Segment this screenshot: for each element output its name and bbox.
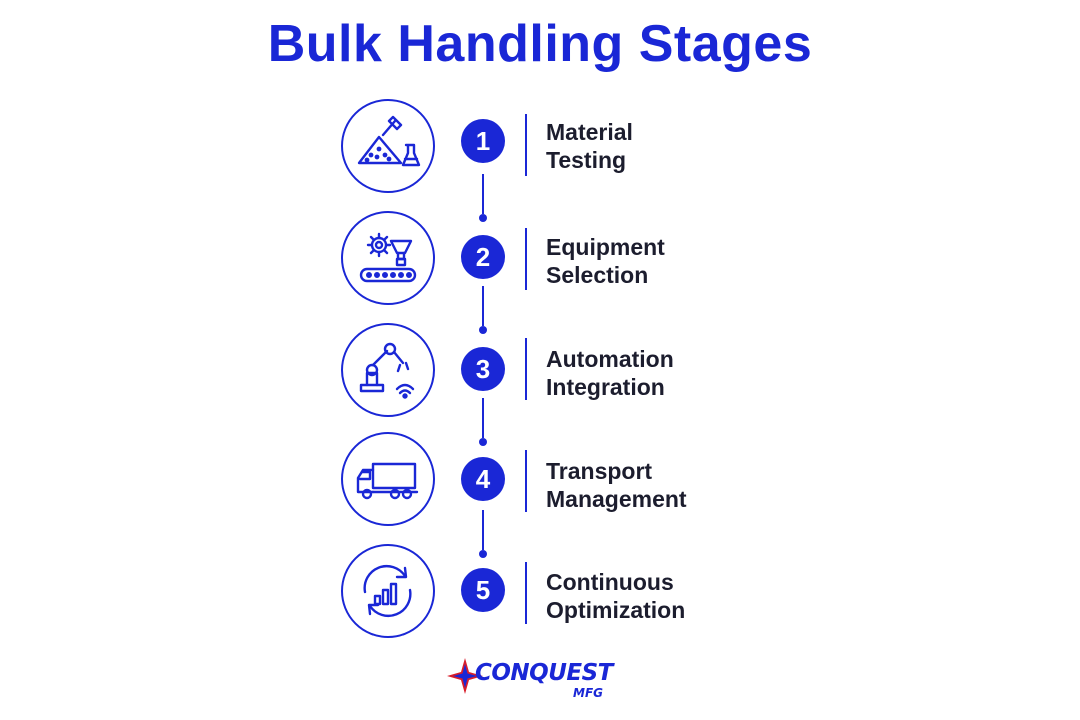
stage-4: 4 Transport Management [0,432,1080,532]
connector-dot [479,214,487,222]
stage-label: Equipment Selection [546,233,806,289]
stage-label-line1: Equipment [546,234,665,260]
page-title: Bulk Handling Stages [267,15,813,73]
stage-label-line1: Continuous [546,569,674,595]
step-number-badge: 5 [461,568,505,612]
connector-line [482,174,484,214]
icon-circle [341,99,435,193]
divider [525,338,527,400]
conquest-logo: CONQUEST MFG [445,656,625,706]
step-number-badge: 1 [461,119,505,163]
logo-wordmark: CONQUEST [475,660,613,686]
robot-arm-icon [359,342,415,399]
stage-label-line1: Automation [546,346,674,372]
equipment-selection-icon [359,232,417,283]
step-number-badge: 2 [461,235,505,279]
optimization-chart-icon [363,564,412,618]
material-testing-icon [357,115,421,167]
connector-dot [479,438,487,446]
icon-circle [341,323,435,417]
truck-icon [356,462,419,500]
step-number-badge: 3 [461,347,505,391]
stage-label: Material Testing [546,118,806,174]
divider [525,114,527,176]
stage-label: Transport Management [546,457,806,513]
logo-subtext: MFG [573,686,603,700]
stage-5: 5 Continuous Optimization [0,544,1080,644]
compass-star-icon [447,658,483,694]
stage-label-line2: Selection [546,262,649,288]
divider [525,562,527,624]
connector-line [482,286,484,326]
stage-label-line2: Optimization [546,597,686,623]
icon-circle [341,544,435,638]
connector-dot [479,326,487,334]
stage-2: 2 Equipment Selection [0,208,1080,308]
connector-dot [479,550,487,558]
connector-line [482,398,484,438]
stage-label: Continuous Optimization [546,568,806,624]
stage-3: 3 Automation Integration [0,320,1080,420]
divider [525,450,527,512]
stage-label-line2: Testing [546,147,627,173]
divider [525,228,527,290]
stage-1: 1 Material Testing [0,96,1080,196]
stage-label-line1: Transport [546,458,653,484]
stage-label-line2: Management [546,486,687,512]
stage-label-line2: Integration [546,374,665,400]
stage-label-line1: Material [546,119,633,145]
icon-circle [341,211,435,305]
connector-line [482,510,484,550]
step-number-badge: 4 [461,457,505,501]
icon-circle [341,432,435,526]
stage-label: Automation Integration [546,345,806,401]
